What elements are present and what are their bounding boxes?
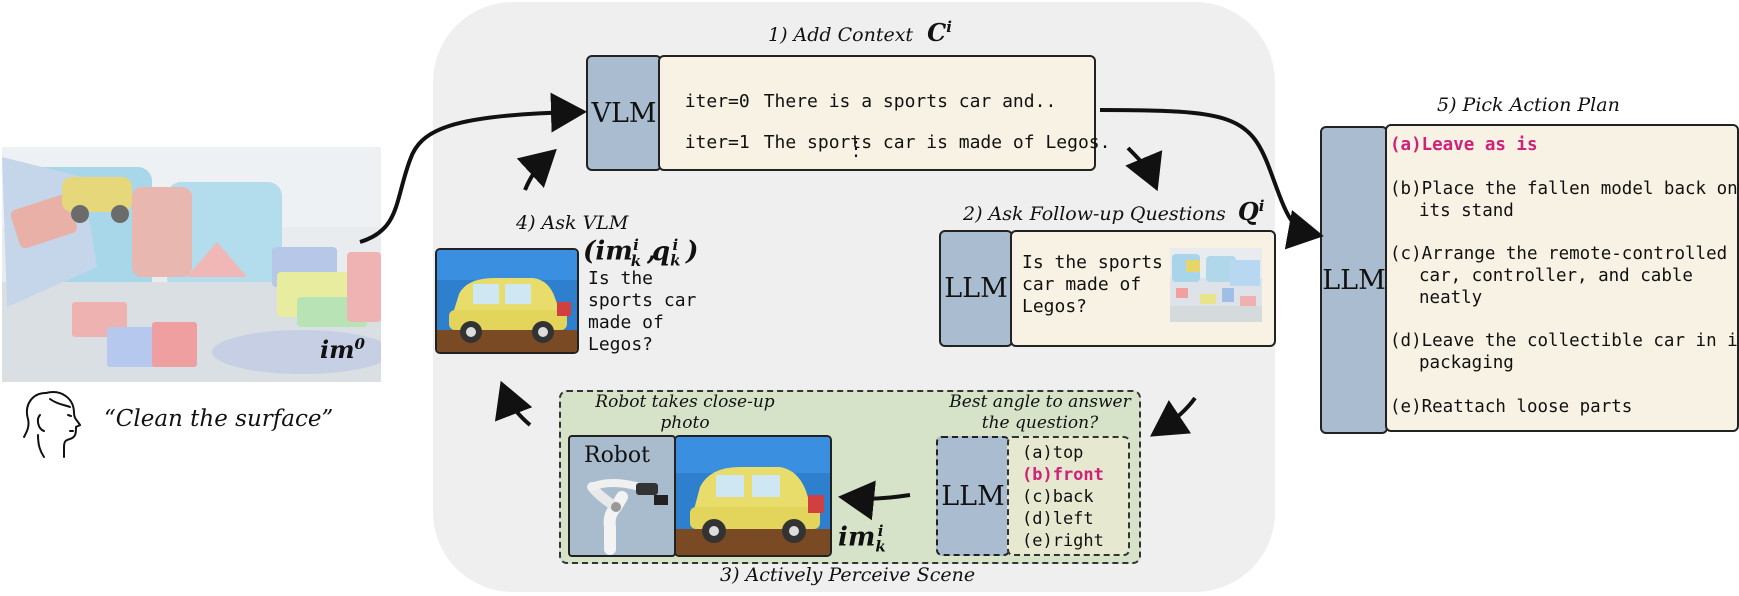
context-box: [658, 55, 1096, 171]
context-row-text1: The sports car is made of Legos.: [763, 132, 1111, 153]
action-option-e: (e)Reattach loose parts: [1390, 397, 1633, 417]
ask-vlm-symbol: (imki,qki): [583, 236, 699, 270]
close-up-image-symbol: imki: [838, 522, 886, 556]
arrow-perceive-to-askvlm: [494, 380, 533, 427]
arrow-context-to-followup: [1125, 146, 1163, 192]
robot-panel: Robot: [568, 435, 676, 557]
step4-label: 4) Ask VLM: [516, 212, 629, 234]
arrow-context-to-action: [1099, 108, 1324, 250]
human-head-icon: [18, 385, 88, 460]
context-row-iter0: iter=0: [684, 91, 750, 112]
instruction-text: “Clean the surface”: [104, 406, 334, 432]
context-ellipsis: ⋮: [846, 136, 866, 160]
step2-label: 2) Ask Follow-up Questions Qi: [963, 197, 1265, 226]
action-option-a: (a)Leave as is: [1390, 135, 1538, 155]
llm-angle-model-box: LLM: [936, 436, 1010, 556]
llm-question-model-box: LLM: [939, 230, 1013, 347]
step3-label: 3) Actively Perceive Scene: [720, 564, 976, 586]
angle-option-right: (e)right: [1022, 531, 1104, 551]
arrow-followup-to-perceive: [1150, 396, 1197, 437]
close-up-car-image-perceive: [674, 435, 832, 557]
initial-scene-image: im0: [2, 147, 381, 382]
arrow-askvlm-to-vlm: [516, 148, 557, 191]
ask-vlm-question-text: Is the sports car made of Legos?: [588, 268, 697, 355]
question-thumbnail-image: [1170, 248, 1262, 322]
llm-action-model-box: LLM: [1320, 126, 1388, 434]
angle-options-box: [1007, 436, 1130, 556]
arrow-image-to-vlm: [359, 92, 587, 244]
angle-option-front: (b)front: [1022, 465, 1104, 485]
step5-label: 5) Pick Action Plan: [1437, 94, 1620, 116]
action-plan-box: [1385, 124, 1739, 432]
step1-label: 1) Add Context Ci: [768, 18, 952, 47]
angle-option-left: (d)left: [1022, 509, 1094, 529]
action-option-b: (b)Place the fallen model back onto its …: [1390, 179, 1739, 221]
initial-image-symbol: im0: [320, 335, 365, 364]
angle-option-back: (c)back: [1022, 487, 1094, 507]
robot-label: Robot: [584, 443, 650, 468]
arrow-angle-to-photo: [838, 480, 911, 521]
action-option-d: (d)Leave the collectible car in its pack…: [1390, 331, 1739, 373]
close-up-car-image-vlm: [435, 248, 579, 354]
follow-up-question-text: Is the sports car made of Legos?: [1022, 252, 1163, 317]
action-option-c: (c)Arrange the remote-controlled car, co…: [1390, 244, 1728, 308]
robot-arm-icon: [587, 479, 668, 555]
angle-option-top: (a)top: [1022, 443, 1084, 463]
angle-prompt: Best angle to answer the question?: [949, 392, 1131, 433]
context-row-iter1: iter=1: [684, 132, 750, 153]
context-row-text0: There is a sports car and..: [763, 91, 1057, 112]
